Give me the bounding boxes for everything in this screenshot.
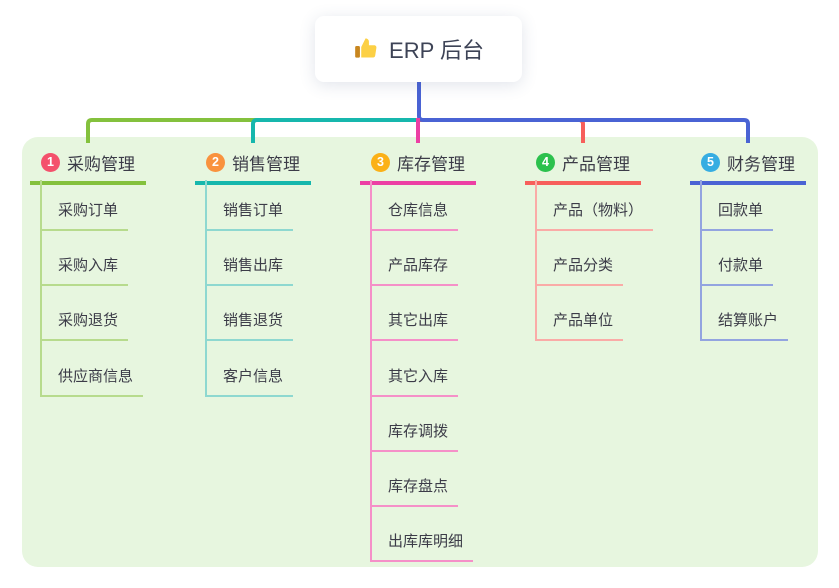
child-node[interactable]: 供应商信息	[40, 365, 144, 397]
branch-node-3[interactable]: 3 库存管理	[360, 150, 476, 185]
connector-branch-4	[419, 118, 585, 143]
child-node[interactable]: 产品（物料）	[535, 199, 654, 231]
branch-index-badge: 1	[41, 153, 60, 172]
root-node[interactable]: ERP 后台	[315, 16, 522, 82]
child-node[interactable]: 产品库存	[370, 254, 459, 286]
child-node[interactable]: 采购退货	[40, 309, 129, 341]
child-node[interactable]: 产品分类	[535, 254, 624, 286]
child-node[interactable]: 其它出库	[370, 309, 459, 341]
branch-index-badge: 5	[701, 153, 720, 172]
branch-label: 库存管理	[397, 155, 465, 174]
child-node[interactable]: 销售退货	[205, 309, 294, 341]
branch-node-2[interactable]: 2 销售管理	[195, 150, 311, 185]
branch-node-4[interactable]: 4 产品管理	[525, 150, 641, 185]
child-node[interactable]: 库存调拨	[370, 420, 459, 452]
child-node[interactable]: 仓库信息	[370, 199, 459, 231]
root-label: ERP 后台	[389, 38, 484, 63]
child-node[interactable]: 产品单位	[535, 309, 624, 341]
child-node[interactable]: 客户信息	[205, 365, 294, 397]
thumbs-up-icon	[353, 36, 379, 62]
child-node[interactable]: 销售订单	[205, 199, 294, 231]
branches-panel	[22, 137, 818, 567]
branch-index-badge: 2	[206, 153, 225, 172]
child-node[interactable]: 付款单	[700, 254, 774, 286]
branch-node-1[interactable]: 1 采购管理	[30, 150, 146, 185]
branch-label: 销售管理	[232, 155, 300, 174]
branch-trunk-line	[205, 180, 207, 397]
branch-label: 采购管理	[67, 155, 135, 174]
child-node[interactable]: 库存盘点	[370, 475, 459, 507]
branch-label: 财务管理	[727, 155, 795, 174]
connector-branch-1	[86, 118, 419, 143]
branch-trunk-line	[700, 180, 702, 342]
child-node[interactable]: 采购订单	[40, 199, 129, 231]
child-node[interactable]: 销售出库	[205, 254, 294, 286]
branch-index-badge: 3	[371, 153, 390, 172]
child-node[interactable]: 结算账户	[700, 309, 789, 341]
child-node[interactable]: 其它入库	[370, 365, 459, 397]
branch-index-badge: 4	[536, 153, 555, 172]
connector-root-branch-5	[417, 82, 750, 143]
connector-branch-2	[251, 118, 419, 143]
branch-trunk-line	[370, 180, 372, 563]
child-node[interactable]: 回款单	[700, 199, 774, 231]
branch-label: 产品管理	[562, 155, 630, 174]
child-node[interactable]: 出库库明细	[370, 530, 474, 562]
branch-trunk-line	[535, 180, 537, 342]
child-node[interactable]: 采购入库	[40, 254, 129, 286]
branch-node-5[interactable]: 5 财务管理	[690, 150, 806, 185]
branch-trunk-line	[40, 180, 42, 397]
